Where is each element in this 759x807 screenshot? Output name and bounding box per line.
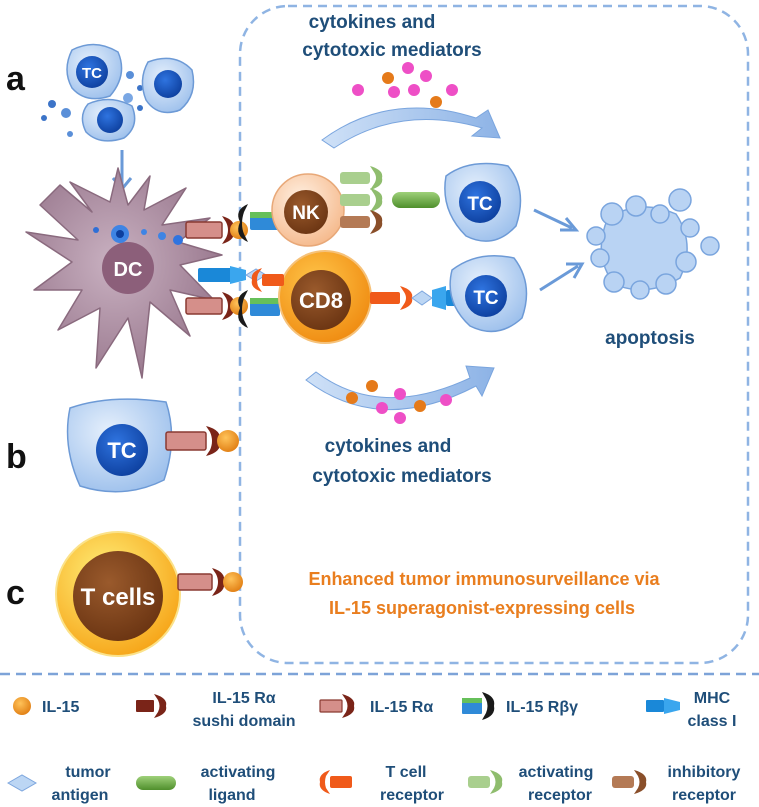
legend-il15-ra-sushi-line1: IL-15 Rα [212,690,275,707]
activating-receptor-icon [468,770,503,794]
tumor-cell-label-cd8: TC [473,288,499,309]
cytokines-bottom-line2: cytotoxic mediators [312,466,492,487]
enhanced-caption-line2: IL-15 superagonist-expressing cells [329,598,635,618]
tumor-antigen-icon [6,774,38,792]
cd8-label: CD8 [299,288,343,313]
tumor-cell-label-top: TC [82,65,102,82]
enhanced-surveillance-frame [238,4,750,665]
nk-activating-receptor-mid [340,188,383,212]
tumor-cell-label-nk: TC [467,194,493,215]
nk-cell: NK [271,173,345,247]
mhc-icon [646,698,680,714]
tumor-cell-cluster: TC [41,43,195,142]
il15-ra-sushi-icon [136,694,167,718]
inhibitory-receptor-icon [612,770,647,794]
enhanced-caption-line1: Enhanced tumor immunosurveillance via [308,569,660,589]
cytokines-top-arc [321,107,501,149]
panel-b-tumor-cell: TC [66,398,173,493]
nk-label: NK [292,203,320,224]
legend-il15-rbg-label: IL-15 Rβγ [506,699,578,716]
legend-mhc-line1: MHC [694,690,731,707]
tumor-cell-nk-target: TC [444,162,522,242]
dc-il15-complex-top [185,216,248,244]
cd8-tcr-right [370,286,413,310]
legend-mhc-line2: class I [688,713,737,730]
il15-ra-icon [319,694,355,718]
il15-rbg-icon [462,692,495,720]
panel-b-il15-ra-sushi [165,426,239,456]
legend-tcr-line1: T cell [386,764,427,781]
dc-label: DC [114,259,143,281]
legend-inhibitory-receptor-line1: inhibitory [668,764,741,781]
legend-activating-receptor-line1: activating [519,764,594,781]
panel-c-tcells-label: T cells [81,584,156,611]
legend-activating-receptor-line2: receptor [528,787,592,804]
tcr-icon [319,770,352,794]
cytokines-bottom-line1: cytokines and [325,436,452,457]
panel-label-c: c [6,574,25,612]
arrows-to-apoptosis [533,208,585,292]
dendritic-cell: DC [25,167,223,379]
cd8-t-cell: CD8 [278,250,372,344]
apoptotic-cell [586,188,720,300]
panel-label-b: b [6,438,27,476]
cytokines-top-dots [352,62,458,108]
legend-tumor-antigen-line2: antigen [52,787,109,804]
cytokines-bottom-arc [305,365,495,410]
il15-dot-icon [13,697,31,715]
legend-il15-ra-sushi-line2: sushi domain [192,713,295,730]
legend-il15-ra-label: IL-15 Rα [370,699,433,716]
legend-activating-ligand-line2: ligand [208,787,255,804]
legend-activating-ligand-line1: activating [201,764,276,781]
apoptosis-label: apoptosis [605,328,695,349]
dc-il15-complex-bottom [185,292,248,320]
legend-inhibitory-receptor-line2: receptor [672,787,736,804]
activating-ligand-icon [136,776,176,790]
cd8-il15-rbg [238,290,280,328]
tumor-cell-cd8-target: TC [449,255,528,333]
cytokines-bottom-dots [346,380,452,424]
legend-tcr-line2: receptor [380,787,444,804]
panel-c-t-cells: T cells [55,531,181,657]
panel-b-tc-label: TC [107,438,136,463]
nk-activating-ligand [392,192,440,208]
cytokines-top-line1: cytokines and [309,12,436,33]
legend-tumor-antigen-line1: tumor [65,764,110,781]
legend-il15-label: IL-15 [42,699,79,716]
panel-label-a: a [6,60,26,98]
nk-inhibitory-receptor [340,210,383,234]
panel-c-il15-ra-sushi [177,568,243,596]
cd8-tcr-left [251,268,284,292]
cytokines-top-line2: cytotoxic mediators [302,40,482,61]
nk-activating-receptor-top [340,166,383,190]
